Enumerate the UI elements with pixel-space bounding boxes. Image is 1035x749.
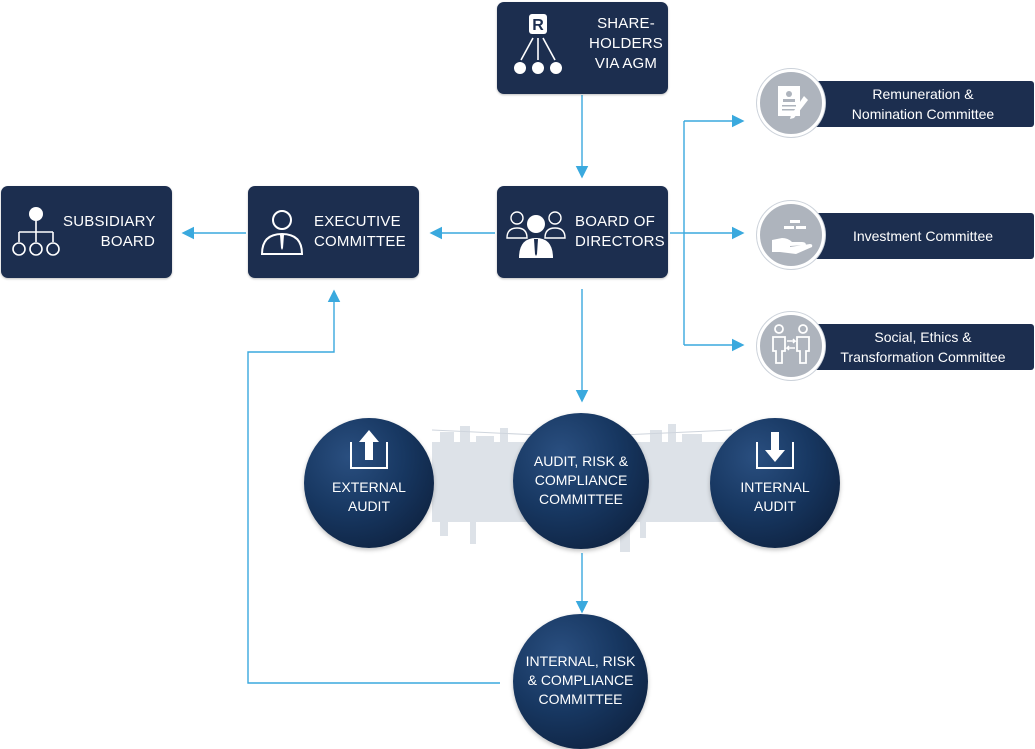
external-audit-circle[interactable]: EXTERNAL AUDIT xyxy=(304,418,434,548)
svg-text:R: R xyxy=(532,17,544,34)
investment-committee-box[interactable]: Investment Committee xyxy=(812,213,1034,259)
shareholders-label: SHARE- HOLDERS VIA AGM xyxy=(589,15,663,72)
audit-risk-compliance-label: AUDIT, RISK & COMPLIANCE COMMITTEE xyxy=(533,453,629,507)
internal-risk-compliance-circle[interactable]: INTERNAL, RISK & COMPLIANCE COMMITTEE xyxy=(513,614,648,749)
remuneration-icon-badge xyxy=(757,69,825,137)
org-hierarchy-icon xyxy=(12,207,60,256)
document-pen-icon xyxy=(778,86,808,119)
directors-group-icon xyxy=(506,211,566,258)
executive-committee-label: EXECUTIVE COMMITTEE xyxy=(314,213,406,250)
shareholders-box[interactable]: R SHARE- HOLDERS VIA AGM xyxy=(497,2,668,94)
social-ethics-committee-box[interactable]: Social, Ethics & Transformation Committe… xyxy=(812,324,1034,370)
audit-risk-compliance-circle[interactable]: AUDIT, RISK & COMPLIANCE COMMITTEE xyxy=(513,413,649,549)
subsidiary-board-label: SUBSIDIARY BOARD xyxy=(63,213,156,250)
people-exchange-icon xyxy=(772,324,810,364)
hand-coins-icon xyxy=(772,220,813,254)
board-of-directors-box[interactable]: BOARD OF DIRECTORS xyxy=(497,186,668,278)
remuneration-committee-box[interactable]: Remuneration & Nomination Committee xyxy=(812,81,1034,127)
subsidiary-board-box[interactable]: SUBSIDIARY BOARD xyxy=(1,186,172,278)
executive-committee-box[interactable]: EXECUTIVE COMMITTEE xyxy=(248,186,419,278)
download-arrow-icon xyxy=(756,432,794,469)
internal-risk-compliance-label: INTERNAL, RISK & COMPLIANCE COMMITTEE xyxy=(525,653,636,707)
upload-arrow-icon xyxy=(350,430,388,469)
executive-person-icon xyxy=(260,210,304,255)
investment-icon-badge xyxy=(757,201,825,269)
board-of-directors-label: BOARD OF DIRECTORS xyxy=(575,213,665,250)
shareholders-network-icon: R xyxy=(514,14,562,74)
internal-audit-circle[interactable]: INTERNAL AUDIT xyxy=(710,418,840,548)
internal-audit-label: INTERNAL AUDIT xyxy=(740,479,810,514)
social-icon-badge xyxy=(757,312,825,380)
external-audit-label: EXTERNAL AUDIT xyxy=(332,479,406,514)
